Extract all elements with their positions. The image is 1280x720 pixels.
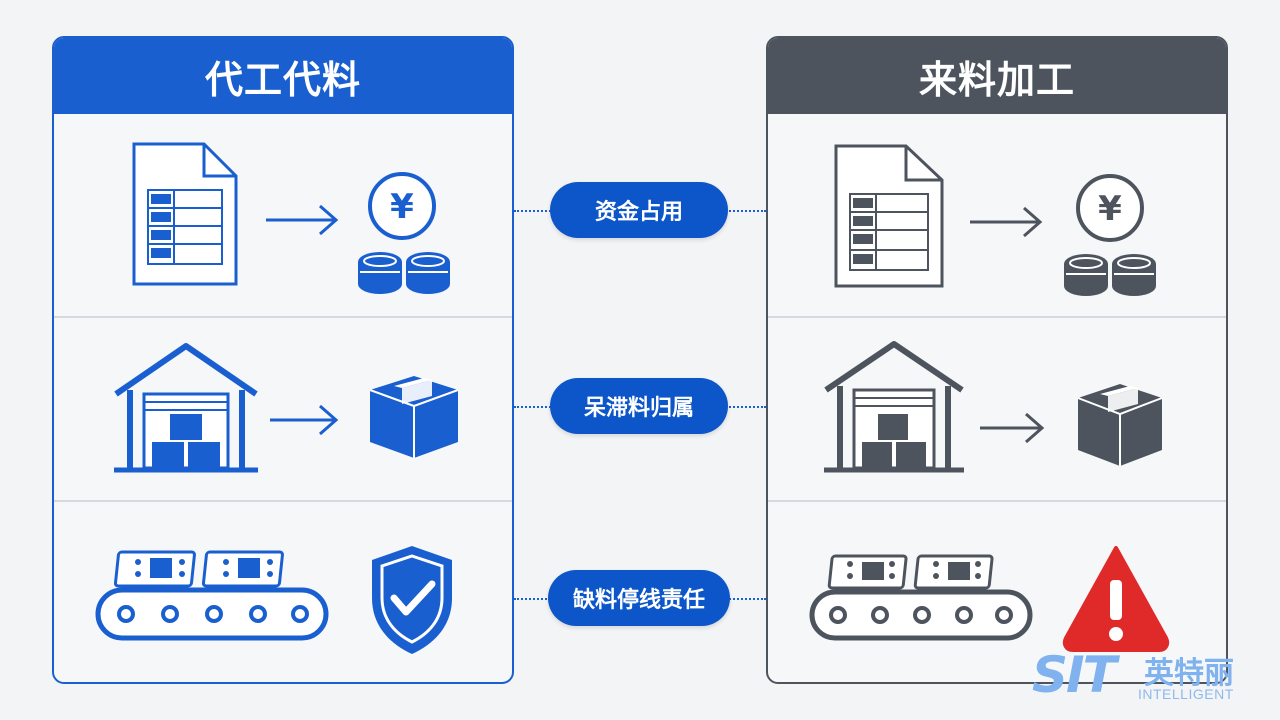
arrow-right-icon [970, 206, 1043, 238]
panel-daigong-dailiao: 代工代料 ¥ [52, 36, 514, 684]
yen-coins-icon: ¥ [358, 172, 450, 294]
logo-cn-text: 英特丽 [1144, 656, 1234, 691]
comparison-pill-obsolete: 呆滞料归属 [550, 378, 728, 434]
document-table-icon [834, 144, 944, 288]
comparison-pill-shortage: 缺料停线责任 [548, 570, 730, 626]
row-shortage [54, 500, 512, 682]
brand-logo: SIT 英特丽 INTELLIGENT [1032, 646, 1272, 710]
row-capital: ¥ [768, 114, 1226, 300]
row-capital: ¥ [54, 114, 512, 300]
row-obsolete-material [768, 316, 1226, 502]
arrow-right-icon [980, 412, 1045, 444]
comparison-pill-capital: 资金占用 [550, 182, 728, 238]
logo-en-text: INTELLIGENT [1138, 686, 1234, 702]
conveyor-pcb-icon [95, 550, 329, 641]
yen-coins-icon: ¥ [1064, 174, 1156, 296]
box-icon [1077, 384, 1163, 466]
row-shortage [768, 500, 1226, 682]
conveyor-pcb-icon [809, 554, 1033, 641]
row-obsolete-material [54, 316, 512, 502]
arrow-right-icon [270, 404, 339, 436]
svg-text:¥: ¥ [1098, 189, 1122, 229]
warehouse-icon [114, 343, 258, 473]
box-icon [369, 376, 459, 458]
panel-title: 来料加工 [768, 38, 1226, 114]
warehouse-icon [824, 341, 964, 473]
panel-lailiao-jiagong: 来料加工 ¥ [766, 36, 1228, 684]
document-table-icon [132, 142, 238, 286]
warning-icon [1062, 546, 1170, 652]
shield-check-icon [372, 546, 452, 654]
panel-title: 代工代料 [54, 38, 512, 114]
svg-text:¥: ¥ [390, 187, 414, 227]
arrow-right-icon [266, 204, 339, 236]
logo-mark: SIT [1032, 646, 1117, 704]
